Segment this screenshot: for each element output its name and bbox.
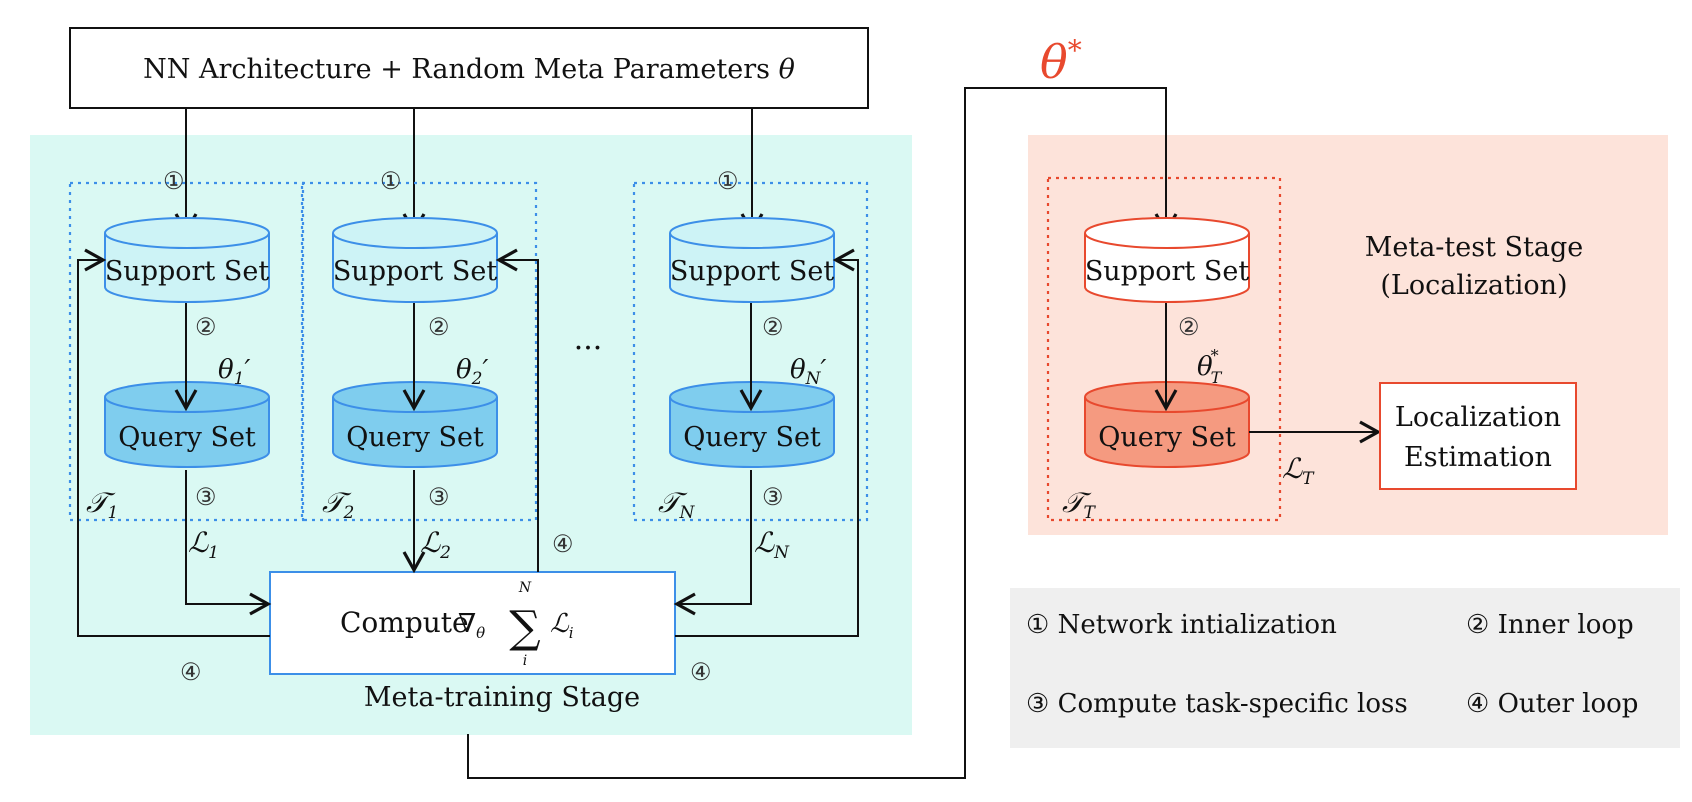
task-box-3 — [632, 181, 869, 522]
test-theta-star: θ*T — [1197, 346, 1223, 387]
test-support-set-label: Support Set — [1085, 256, 1250, 287]
loss-label-2: ℒ2 — [420, 526, 451, 563]
test-loss-label: ℒT — [1282, 452, 1315, 489]
marker-init-1: ① — [163, 167, 185, 195]
compute-word: Compute — [340, 606, 469, 639]
test-task-box — [1046, 176, 1282, 522]
compute-loss-term: ℒi — [550, 609, 574, 642]
marker-inner-1: ② — [195, 313, 217, 341]
compute-nabla: ∇θ — [458, 609, 485, 642]
marker-outer-between: ④ — [552, 530, 574, 558]
estimation-line-2: Estimation — [1404, 442, 1552, 473]
marker-inner-3: ② — [762, 313, 784, 341]
meta-training-label: Meta-training Stage — [364, 682, 640, 713]
support-set-cylinder-2: Support Set — [332, 217, 498, 303]
task-label-3: 𝒯N — [658, 486, 695, 523]
task-label-1: 𝒯1 — [86, 486, 118, 523]
estimation-line-1: Localization — [1395, 402, 1561, 433]
query-set-label-2: Query Set — [346, 422, 484, 453]
theta-prime-3: θN′ — [790, 355, 827, 389]
outer-loop-arrow-left — [77, 248, 270, 637]
top-architecture-box: NN Architecture + Random Meta Parameters… — [69, 27, 869, 109]
test-support-set-cylinder: Support Set — [1084, 217, 1250, 303]
outer-loop-arrow-middle — [495, 248, 539, 572]
loss-label-3: ℒN — [754, 526, 790, 563]
support-set-label-2: Support Set — [333, 256, 498, 287]
top-box-label: NN Architecture + Random Meta Parameters — [143, 54, 770, 85]
arrow-loss-3 — [673, 470, 752, 616]
task-box-1 — [68, 181, 305, 522]
marker-outer-left: ④ — [180, 658, 202, 686]
legend-item-network-init: ① Network intialization — [1026, 610, 1337, 640]
marker-loss-3: ③ — [762, 483, 784, 511]
theta-star-path — [467, 87, 1178, 779]
theta-star-label: θ* — [1040, 34, 1082, 89]
tasks-ellipsis: ··· — [574, 331, 603, 366]
legend-item-outer-loop: ④ Outer loop — [1466, 689, 1638, 719]
svg-text:NN Architecture + Random Meta: NN Architecture + Random Meta Parameters… — [143, 54, 795, 85]
marker-inner-2: ② — [428, 313, 450, 341]
sum-sigma: ∑ — [509, 602, 540, 653]
marker-outer-right: ④ — [690, 658, 712, 686]
localization-estimation-box: Localization Estimation — [1379, 382, 1577, 490]
legend-region — [1010, 588, 1680, 748]
meta-test-title-line-1: Meta-test Stage — [1365, 232, 1584, 263]
query-set-label-1: Query Set — [118, 422, 256, 453]
test-marker-inner: ② — [1178, 313, 1200, 341]
test-query-set-label: Query Set — [1098, 422, 1236, 453]
task-box-2 — [300, 181, 538, 522]
sum-upper-limit: N — [518, 580, 532, 596]
arrow-loss-1 — [185, 470, 272, 616]
top-box-theta: θ — [779, 54, 795, 85]
legend-item-inner-loop: ② Inner loop — [1466, 610, 1634, 640]
marker-init-3: ① — [717, 167, 739, 195]
support-set-cylinder-1: Support Set — [104, 217, 270, 303]
meta-test-title-line-2: (Localization) — [1380, 270, 1567, 301]
theta-prime-1: θ1′ — [218, 355, 250, 389]
query-set-cylinder-3: Query Set — [669, 381, 835, 468]
compute-gradient-box: Compute ∇θ N ∑ i ℒi — [269, 571, 676, 675]
support-set-label-1: Support Set — [105, 256, 270, 287]
query-set-label-3: Query Set — [683, 422, 821, 453]
loss-label-1: ℒ1 — [188, 526, 219, 563]
support-set-label-3: Support Set — [670, 256, 835, 287]
marker-init-2: ① — [380, 167, 402, 195]
support-set-cylinder-3: Support Set — [669, 217, 835, 303]
outer-loop-arrow-right — [675, 248, 859, 637]
test-task-label: 𝒯T — [1062, 486, 1096, 523]
theta-prime-2: θ2′ — [456, 355, 488, 389]
legend-item-task-loss: ③ Compute task-specific loss — [1026, 689, 1408, 719]
sum-lower-limit: i — [523, 653, 527, 669]
marker-loss-1: ③ — [195, 483, 217, 511]
marker-loss-2: ③ — [428, 483, 450, 511]
